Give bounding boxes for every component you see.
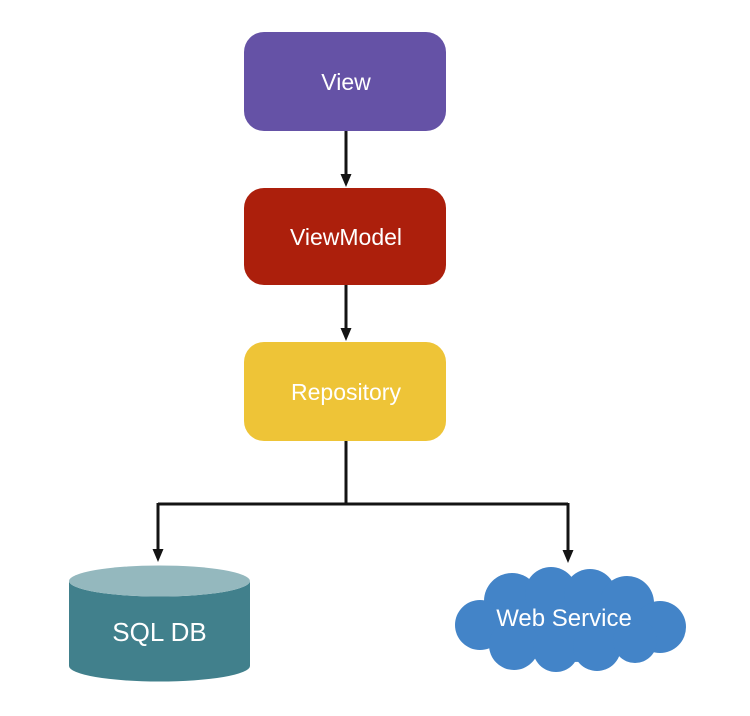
edge-group — [152, 131, 574, 563]
node-repository-label: Repository — [291, 379, 401, 405]
node-repository-shape — [244, 342, 446, 441]
node-web-service-label: Web Service — [496, 605, 632, 632]
node-viewmodel: ViewModel — [244, 188, 446, 285]
node-viewmodel-label: ViewModel — [290, 224, 402, 250]
cylinder-body — [69, 581, 250, 682]
cylinder-top — [69, 565, 250, 597]
edge-viewmodel-repository-arrowhead-icon — [340, 328, 352, 341]
node-sql-db: SQL DB — [69, 565, 250, 682]
node-view: View — [244, 32, 446, 131]
edge-view-viewmodel-arrowhead-icon — [340, 174, 352, 187]
node-repository: Repository — [244, 342, 446, 441]
node-sql-db-label: SQL DB — [112, 617, 206, 647]
node-web-service: Web Service — [455, 567, 686, 672]
node-view-shape — [244, 32, 446, 131]
edge-repository-sqldb-arrowhead-icon — [152, 549, 164, 562]
cloud-shape — [455, 567, 686, 672]
edge-repository-webservice-arrowhead-icon — [562, 550, 574, 563]
node-view-label: View — [321, 69, 371, 95]
node-viewmodel-shape — [244, 188, 446, 285]
